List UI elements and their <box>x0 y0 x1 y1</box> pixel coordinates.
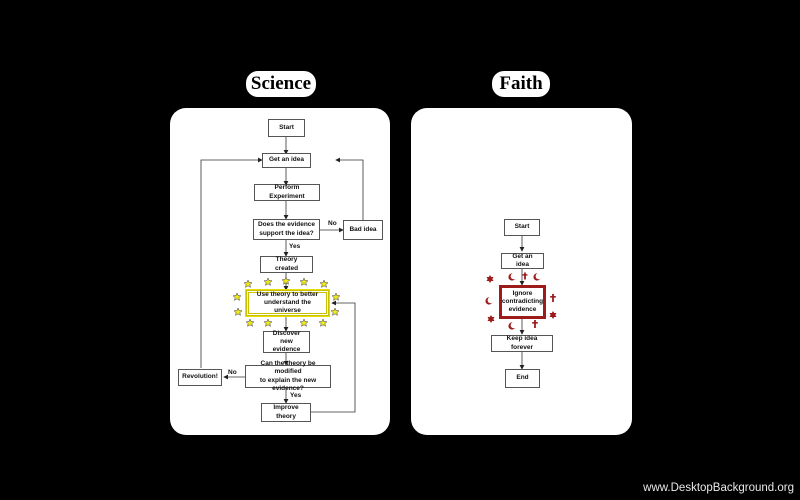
crescent-icon <box>508 273 517 281</box>
node-revolution: Revolution! <box>178 369 222 386</box>
cross-icon <box>532 320 538 328</box>
star-of-david-icon <box>487 315 495 323</box>
node-evidence-support: Does the evidence support the idea? <box>253 219 320 240</box>
crescent-icon <box>508 322 517 330</box>
cross-icon <box>550 294 556 302</box>
faith-node-end: End <box>505 369 540 388</box>
label-no-bad-idea: No <box>328 220 337 227</box>
node-perform-experiment: Perform Experiment <box>254 184 320 201</box>
faith-node-ignore-evidence: Ignore contradicting evidence <box>499 285 546 319</box>
star-of-david-icon <box>549 311 557 319</box>
science-title: Science <box>246 71 316 97</box>
faith-node-start: Start <box>504 219 540 236</box>
node-theory-created: Theory created <box>260 256 313 273</box>
edge-improve-use <box>311 300 356 413</box>
crescent-icon <box>533 273 542 281</box>
edge-revolution-idea <box>200 157 263 368</box>
faith-title: Faith <box>492 71 550 97</box>
star-of-david-icon <box>486 275 494 283</box>
cross-icon <box>522 272 528 280</box>
node-start: Start <box>268 119 305 137</box>
watermark: www.DesktopBackground.org <box>643 482 794 494</box>
edge-badidea-idea <box>335 157 364 220</box>
node-use-theory: Use theory to better understand the univ… <box>246 290 329 316</box>
node-improve-theory: Improve theory <box>261 403 311 422</box>
node-discover-evidence: Discover new evidence <box>263 330 310 353</box>
node-bad-idea: Bad idea <box>343 220 383 240</box>
crescent-icon <box>485 297 494 305</box>
label-yes-theory: Yes <box>289 243 301 250</box>
label-yes-improve: Yes <box>290 392 302 399</box>
node-get-idea: Get an idea <box>262 153 311 168</box>
faith-node-get-idea: Get an idea <box>501 253 544 269</box>
faith-node-keep-idea: Keep idea forever <box>491 335 553 352</box>
label-no-revolution: No <box>228 369 237 376</box>
